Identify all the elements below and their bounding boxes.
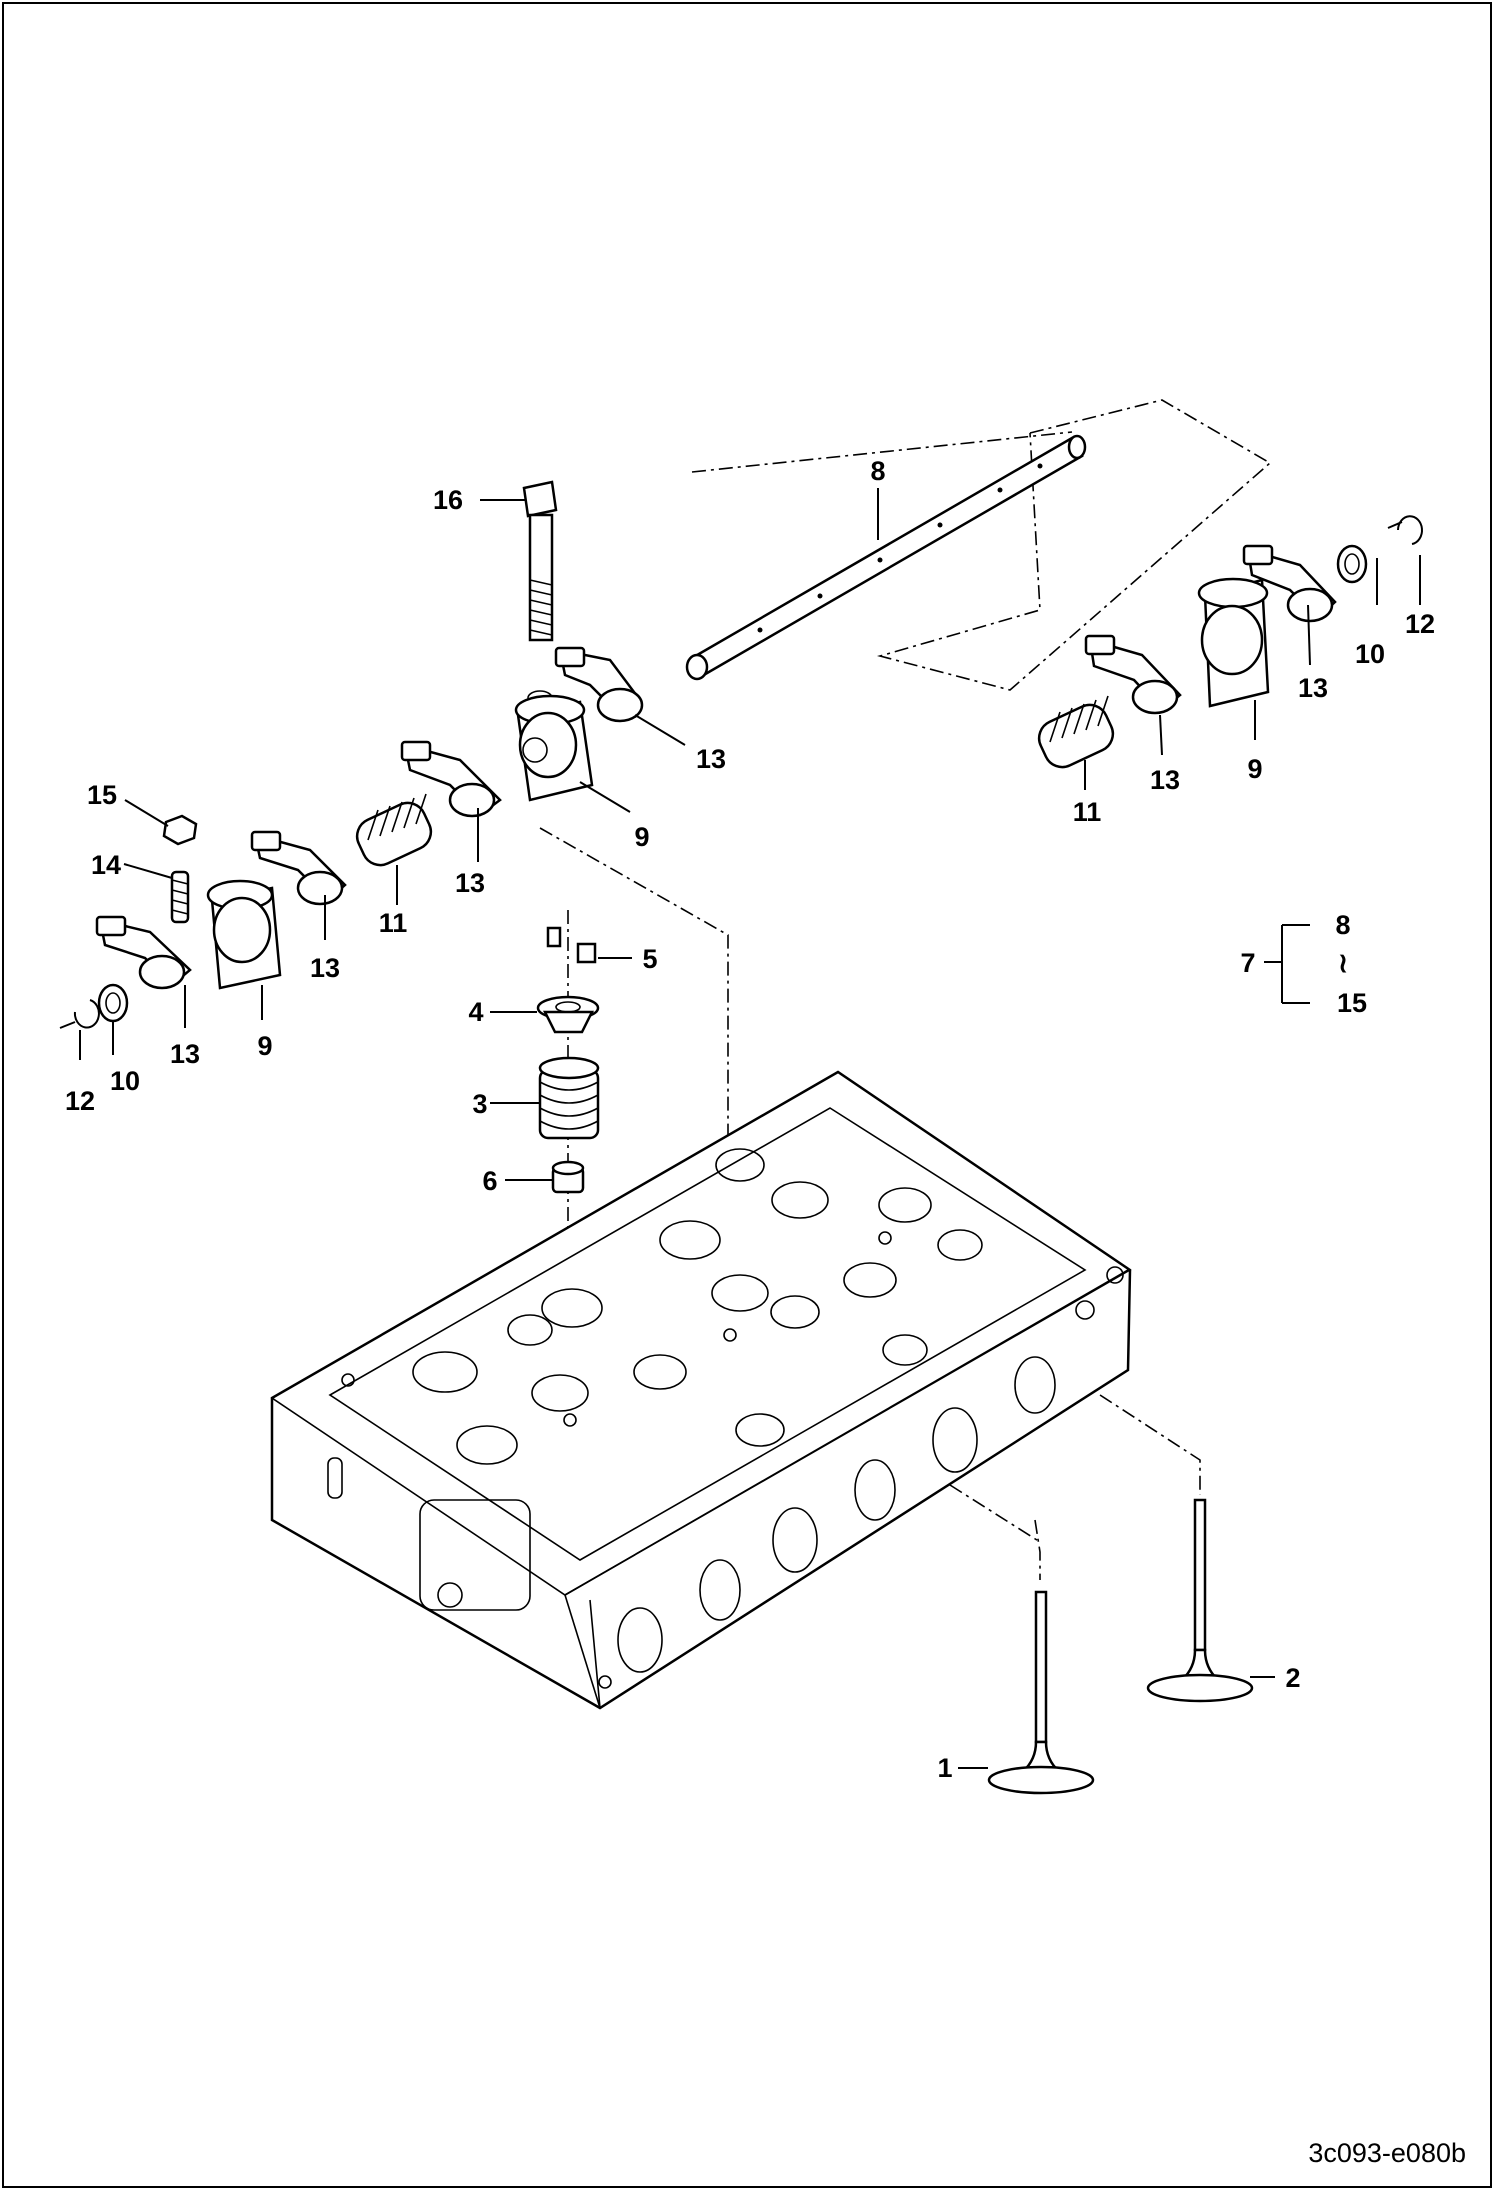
callout-16: 16	[433, 485, 463, 515]
rocker-bracket-9-lower	[206, 879, 282, 990]
bolt-16	[522, 480, 558, 706]
rocker-bracket-9-upper	[514, 694, 594, 802]
callout-11: 11	[1073, 797, 1102, 827]
callout-12: 12	[1405, 609, 1435, 639]
callout-11: 11	[379, 908, 408, 938]
rocker-arm-13	[1084, 634, 1182, 715]
callout-5: 5	[642, 944, 657, 974]
group-bracket	[1264, 924, 1310, 1004]
rocker-arm-13	[95, 915, 192, 990]
valve-1	[987, 1590, 1095, 1795]
adjust-screw-14	[170, 870, 190, 924]
rocker-shaft-8	[685, 434, 1087, 681]
callout-9: 9	[257, 1031, 272, 1061]
callout-13: 13	[455, 868, 485, 898]
spring-11	[355, 793, 433, 867]
callout-9: 9	[634, 822, 649, 852]
valve-cotter-5	[546, 926, 597, 964]
callout-14: 14	[91, 850, 121, 880]
callout-2: 2	[1285, 1663, 1300, 1693]
callout-8: 8	[1335, 910, 1350, 940]
callout-10: 10	[1355, 639, 1385, 669]
valve-spring-3	[538, 1056, 600, 1140]
washer-10	[1336, 544, 1368, 584]
callout-4: 4	[468, 997, 483, 1027]
rocker-arm-13	[554, 646, 644, 723]
circlip-12	[1387, 515, 1423, 545]
callout-15: 15	[1337, 988, 1367, 1018]
range-tilde: ≀	[1338, 948, 1348, 978]
rocker-arm-13	[400, 740, 502, 818]
leader-lines	[79, 488, 1421, 1769]
spring-retainer-4	[536, 995, 600, 1034]
callout-1: 1	[937, 1753, 952, 1783]
drawing-code: 3c093-e080b	[1308, 2138, 1466, 2168]
callout-12: 12	[65, 1086, 95, 1116]
callout-13: 13	[1298, 673, 1328, 703]
cylinder-head	[270, 1070, 1132, 1710]
callout-9: 9	[1247, 754, 1262, 784]
callout-6: 6	[482, 1166, 497, 1196]
rocker-bracket-9-right	[1197, 577, 1270, 708]
callout-7: 7	[1240, 948, 1255, 978]
callout-13: 13	[696, 744, 726, 774]
callout-10: 10	[110, 1066, 140, 1096]
stem-seal-6	[551, 1160, 585, 1194]
callout-3: 3	[472, 1089, 487, 1119]
rocker-arm-13	[1242, 544, 1337, 623]
callout-13: 13	[310, 953, 340, 983]
callout-labels: 16 8 12 10 13 9 13 11 13 9 13 11 13 9 13…	[65, 456, 1435, 1783]
callout-8: 8	[870, 456, 885, 486]
callout-13: 13	[170, 1039, 200, 1069]
washer-10	[97, 983, 129, 1023]
callout-13: 13	[1150, 765, 1180, 795]
nut-15	[162, 814, 198, 846]
circlip-12	[59, 999, 100, 1029]
callout-15: 15	[87, 780, 117, 810]
rocker-arm-13	[250, 830, 347, 906]
valve-2	[1146, 1498, 1254, 1703]
spring-11	[1037, 695, 1115, 769]
